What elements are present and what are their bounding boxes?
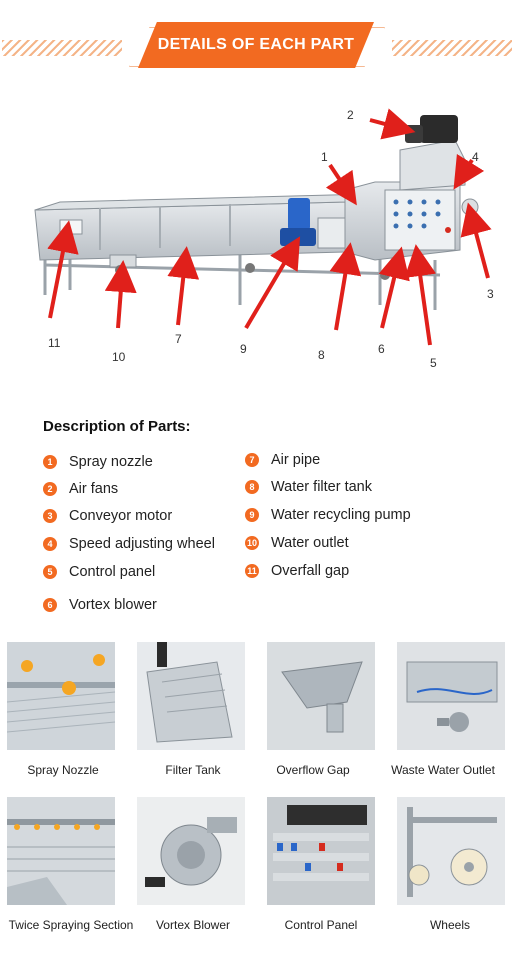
- part-item: 3 Conveyor motor: [43, 508, 172, 524]
- callout-10: 10: [112, 350, 126, 364]
- part-label: Air fans: [69, 481, 119, 497]
- part-item: 2 Air fans: [43, 481, 118, 497]
- title-ribbon: DETAILS OF EACH PART: [138, 22, 374, 68]
- twice-spraying-photo: [7, 797, 115, 905]
- callout-11: 11: [48, 336, 61, 350]
- part-label: Overfall gap: [271, 563, 350, 579]
- part-label: Speed adjusting wheel: [69, 536, 215, 552]
- filter-tank-photo: [137, 642, 245, 750]
- part-number-badge: 11: [245, 564, 259, 578]
- part-number-badge: 9: [245, 508, 259, 522]
- photo-control-panel: [267, 797, 375, 905]
- caption-control-panel: Control Panel: [284, 918, 358, 932]
- part-item: 6 Vortex blower: [43, 597, 157, 613]
- overflow-gap-photo: [267, 642, 375, 750]
- part-number-badge: 5: [43, 565, 57, 579]
- part-label: Control panel: [69, 564, 156, 580]
- caption-twice-spraying-section: Twice Spraying Section: [8, 918, 134, 932]
- part-label: Spray nozzle: [69, 454, 153, 470]
- caption-vortex-blower: Vortex Blower: [155, 918, 231, 932]
- photo-vortex-blower: [137, 797, 245, 905]
- photo-waste-water-outlet: [397, 642, 505, 750]
- machine-diagram: 1 2 3 4 5 6 7 8 9 10 11: [0, 90, 514, 380]
- callout-4: 4: [472, 150, 479, 164]
- part-label: Vortex blower: [69, 597, 157, 613]
- part-number-badge: 1: [43, 455, 57, 469]
- part-label: Water outlet: [271, 535, 349, 551]
- part-item: 1 Spray nozzle: [43, 454, 153, 470]
- photo-spray-nozzle: [7, 642, 115, 750]
- callout-7: 7: [175, 332, 182, 346]
- part-number-badge: 3: [43, 509, 57, 523]
- part-number-badge: 6: [43, 598, 57, 612]
- part-item: 9 Water recycling pump: [245, 507, 411, 523]
- part-item: 4 Speed adjusting wheel: [43, 536, 215, 552]
- description-title: Description of Parts:: [43, 418, 191, 435]
- caption-spray-nozzle: Spray Nozzle: [27, 763, 99, 777]
- decorative-hatch-left: [2, 40, 122, 56]
- part-item: 10 Water outlet: [245, 535, 349, 551]
- vortex-blower-photo: [137, 797, 245, 905]
- callout-1: 1: [321, 150, 328, 164]
- callout-9: 9: [240, 342, 247, 356]
- part-number-badge: 4: [43, 537, 57, 551]
- callout-5: 5: [430, 356, 437, 370]
- section-title: DETAILS OF EACH PART: [157, 36, 355, 53]
- part-number-badge: 2: [43, 482, 57, 496]
- photo-filter-tank: [137, 642, 245, 750]
- photo-wheels: [397, 797, 505, 905]
- part-label: Water recycling pump: [271, 507, 411, 523]
- caption-waste-water-outlet: Waste Water Outlet: [391, 763, 495, 777]
- part-number-badge: 7: [245, 453, 259, 467]
- wheels-photo: [397, 797, 505, 905]
- part-item: 7 Air pipe: [245, 452, 320, 468]
- part-label: Water filter tank: [271, 479, 372, 495]
- callout-3: 3: [487, 287, 494, 301]
- part-item: 5 Control panel: [43, 564, 155, 580]
- part-item: 11 Overfall gap: [245, 563, 349, 579]
- caption-wheels: Wheels: [429, 918, 470, 932]
- decorative-hatch-right: [392, 40, 512, 56]
- part-label: Conveyor motor: [69, 508, 173, 524]
- section-header: DETAILS OF EACH PART: [0, 18, 514, 74]
- part-number-badge: 10: [245, 536, 259, 550]
- photo-overflow-gap: [267, 642, 375, 750]
- waste-water-outlet-photo: [397, 642, 505, 750]
- caption-overflow-gap: Overflow Gap: [276, 763, 350, 777]
- part-item: 8 Water filter tank: [245, 479, 372, 495]
- spray-nozzle-photo: [7, 642, 115, 750]
- callout-8: 8: [318, 348, 325, 362]
- part-number-badge: 8: [245, 480, 259, 494]
- callout-2: 2: [347, 108, 354, 122]
- caption-filter-tank: Filter Tank: [165, 763, 221, 777]
- control-panel-photo: [267, 797, 375, 905]
- machine-illustration: [34, 108, 492, 346]
- photo-twice-spraying: [7, 797, 115, 905]
- part-label: Air pipe: [271, 452, 321, 468]
- callout-6: 6: [378, 342, 385, 356]
